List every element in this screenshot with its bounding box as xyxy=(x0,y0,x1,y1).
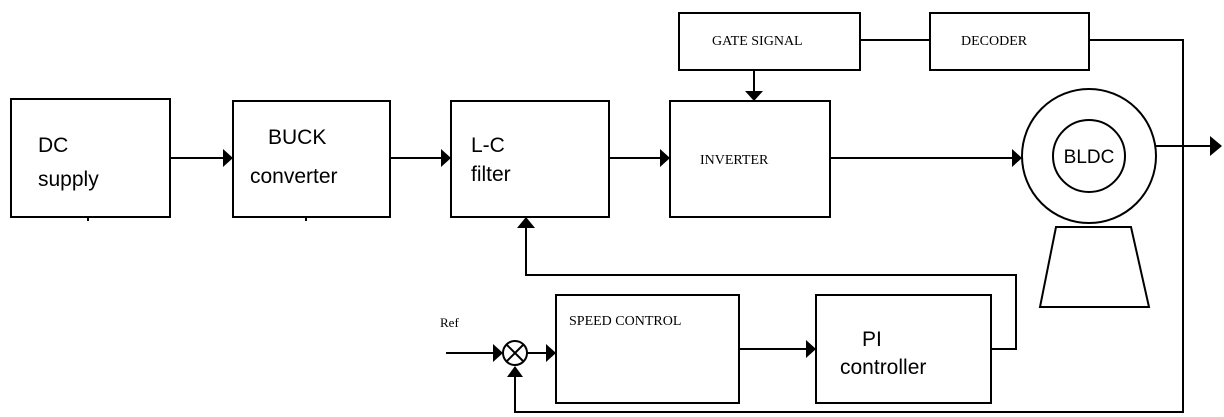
decoder-label: DECODER xyxy=(961,34,1028,49)
connection-buck-to-filter xyxy=(390,149,451,167)
feedback-arrow-head xyxy=(507,366,523,377)
connection-pi-to-filter xyxy=(517,217,1017,350)
connection-filter-to-inverter xyxy=(609,149,670,167)
ref-label: Ref xyxy=(440,315,459,330)
dc-supply-label-line2: supply xyxy=(38,168,99,191)
connection-gate-to-inverter xyxy=(745,70,763,101)
dc-supply-block: DC supply xyxy=(10,98,171,218)
connection-junction-to-speed-control xyxy=(527,344,556,362)
connection-inverter-to-motor xyxy=(830,149,1022,167)
dc-supply-label-line1: DC xyxy=(38,134,68,157)
summing-junction xyxy=(502,340,528,366)
buck-converter-block: BUCK converter xyxy=(232,100,391,218)
speed-control-block: SPEED CONTROL xyxy=(555,294,740,404)
gate-signal-block: GATE SIGNAL xyxy=(678,12,861,71)
lc-filter-label-line2: filter xyxy=(471,163,511,186)
buck-converter-label-line1: BUCK xyxy=(268,126,326,149)
connection-dc-to-buck xyxy=(170,149,233,167)
motor-label: BLDC xyxy=(1064,147,1115,168)
motor-output-arrow xyxy=(1156,136,1222,156)
connection-speed-to-pi xyxy=(739,340,816,358)
buck-converter-label-line2: converter xyxy=(250,165,338,188)
speed-control-label: SPEED CONTROL xyxy=(569,314,681,329)
bldc-motor: BLDC xyxy=(1021,88,1157,308)
inverter-label: INVERTER xyxy=(700,153,769,168)
pi-controller-label-line2: controller xyxy=(840,356,926,379)
motor-rotor xyxy=(1052,119,1126,193)
feedback-line xyxy=(514,39,1184,413)
gate-signal-label: GATE SIGNAL xyxy=(712,34,803,49)
motor-base xyxy=(1038,226,1151,308)
inverter-block: INVERTER xyxy=(669,100,831,218)
pi-controller-block: PI controller xyxy=(815,294,992,404)
lc-filter-block: L-C filter xyxy=(450,100,610,218)
pi-controller-label-line1: PI xyxy=(862,328,882,351)
ref-input-line xyxy=(446,344,503,362)
decoder-block: DECODER xyxy=(929,12,1090,71)
lc-filter-label-line1: L-C xyxy=(471,134,505,157)
